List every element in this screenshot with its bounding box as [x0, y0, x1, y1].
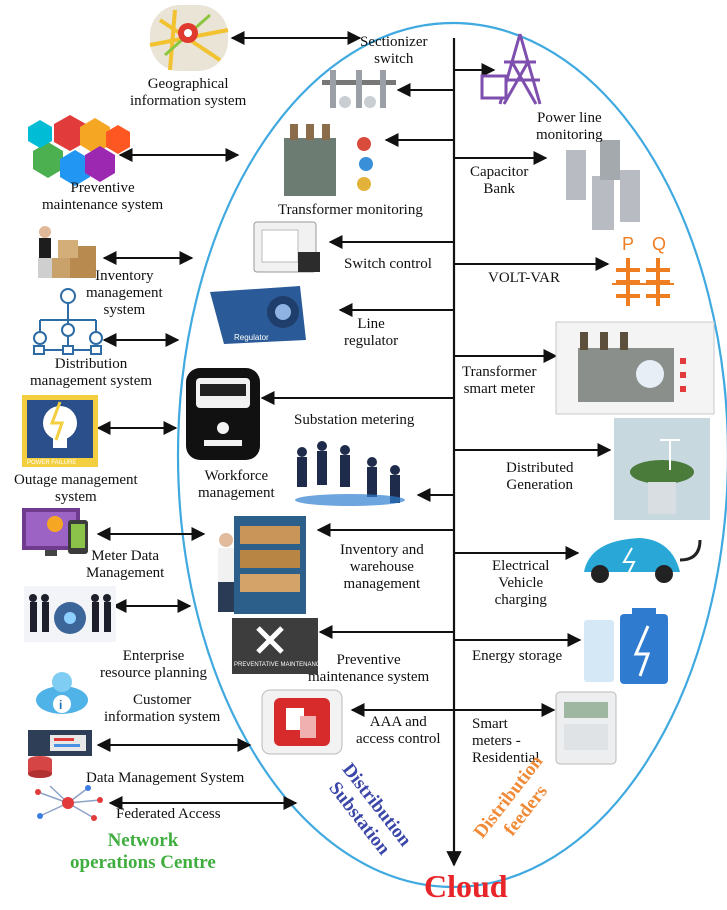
label-meter-data-management: Meter Data Management — [86, 548, 165, 581]
substation-meter-icon — [186, 368, 260, 460]
label-gis: Geographical information system — [130, 76, 247, 109]
label-preventive-maintenance-substation: Preventive maintenance system — [308, 652, 430, 685]
label-federated-access: Federated Access — [116, 806, 221, 822]
wrench-screwdriver-icon — [232, 618, 318, 674]
badge-power-failure: POWER FAILURE — [27, 460, 77, 466]
map-pin-icon — [149, 5, 229, 71]
label-distributed-generation: Distributed Generation — [506, 460, 574, 493]
battery-icon — [584, 608, 668, 684]
federated-network-icon — [35, 785, 103, 821]
erp-team-icon — [24, 586, 116, 642]
label-cloud: Cloud — [424, 868, 508, 904]
warehouse-worker-icon — [218, 516, 306, 614]
switch-control-panel-icon — [253, 221, 320, 273]
monitor-phone-icon — [22, 508, 88, 556]
label-inventory-warehouse-management: Inventory and warehouse management — [340, 542, 424, 592]
sectionizer-switch-icon — [322, 70, 396, 108]
label-capacitor-bank: Capacitor Bank — [470, 164, 529, 197]
label-outage-management: Outage management system — [14, 472, 138, 505]
label-distribution-management: Distribution management system — [30, 356, 153, 389]
label-substation-metering: Substation metering — [294, 412, 415, 428]
transformer-icon — [284, 124, 373, 196]
label-line-regulator: Line regulator — [344, 316, 399, 349]
inventory-worker-icon — [38, 226, 96, 278]
label-data-management-system: Data Management System — [86, 770, 245, 786]
svg-text:i: i — [59, 698, 62, 712]
capacitor-bank-icon — [566, 140, 640, 230]
label-workforce-management: Workforce management — [198, 468, 275, 501]
label-enterprise-resource-planning: Enterprise resource planning — [100, 648, 208, 681]
residential-smart-meter-icon — [555, 691, 617, 765]
label-sectionizer-switch: Sectionizer switch — [360, 34, 428, 67]
label-network-operations-centre: Network operations Centre — [70, 830, 216, 873]
label-inventory-management: Inventory management system — [86, 268, 163, 318]
label-q: Q — [652, 234, 667, 254]
label-aaa-access-control: AAA and access control — [356, 714, 441, 747]
substation-arrows — [260, 83, 454, 717]
label-transformer-monitoring: Transformer monitoring — [278, 202, 423, 218]
workforce-people-icon — [295, 441, 405, 506]
transformer-smart-meter-icon — [555, 321, 715, 415]
ev-charging-icon — [584, 538, 702, 583]
database-icon — [28, 730, 92, 778]
access-control-icon — [261, 689, 343, 755]
label-energy-storage: Energy storage — [472, 648, 563, 664]
line-regulator-icon — [210, 286, 306, 344]
customer-info-icon: i — [36, 672, 88, 714]
distributed-generation-icon — [614, 418, 710, 520]
label-switch-control: Switch control — [344, 256, 432, 272]
maintenance-icons-cluster — [28, 115, 130, 186]
badge-regulator: Regulator — [234, 333, 269, 342]
label-preventive-maintenance-system: Preventive maintenance system — [42, 180, 164, 213]
label-ev-charging: Electrical Vehicle charging — [492, 558, 550, 608]
power-tower-icon — [480, 33, 542, 105]
label-transformer-smart-meter: Transformer smart meter — [462, 364, 537, 397]
label-power-line-monitoring: Power line monitoring — [536, 110, 603, 143]
pq-capacitor-icon — [612, 258, 674, 306]
badge-preventative-maintenance: PREVENTATIVE MAINTENANCE — [234, 662, 325, 668]
distribution-network-icon — [33, 288, 103, 355]
feeder-arrows — [454, 63, 612, 717]
label-volt-var: VOLT-VAR — [488, 270, 560, 286]
label-smart-meters-residential: Smart meters - Residential — [472, 716, 540, 766]
power-failure-bulb-icon — [22, 395, 98, 467]
cloud-ellipse — [176, 22, 727, 888]
left-connector-arrows — [96, 31, 362, 810]
label-customer-information-system: Customer information system — [104, 692, 221, 725]
label-p: P — [622, 234, 635, 254]
